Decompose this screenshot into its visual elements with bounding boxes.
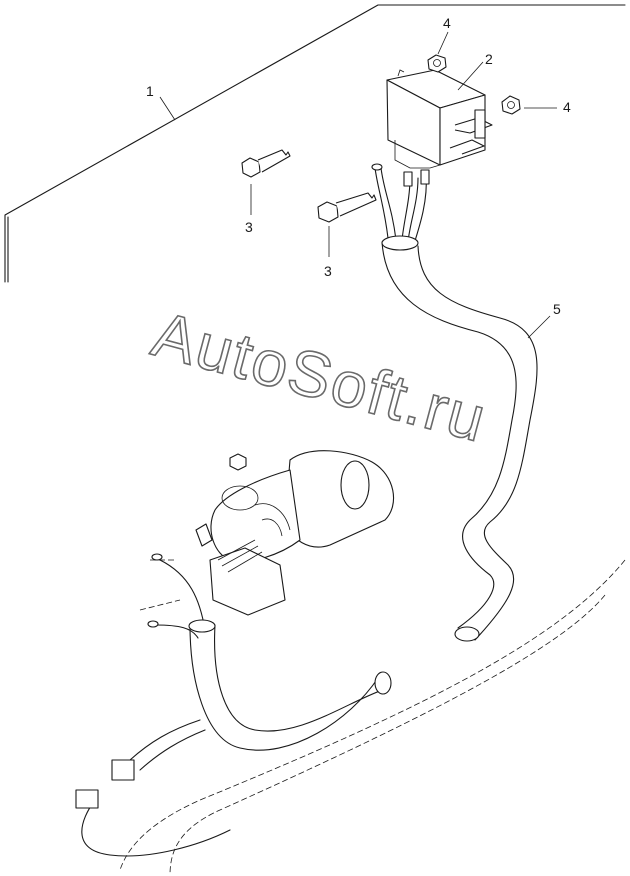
relay <box>386 69 493 169</box>
bolt-left <box>241 149 291 178</box>
harness-sleeve-upper <box>381 235 538 642</box>
callout-3-left: 3 <box>245 219 253 235</box>
callout-5: 5 <box>553 301 561 317</box>
chassis-rails <box>119 559 626 876</box>
nut-right <box>501 95 521 115</box>
callout-2: 2 <box>485 51 493 67</box>
starter-motor <box>195 450 394 616</box>
callout-3-center: 3 <box>324 263 332 279</box>
watermark: AutoSoft.ru <box>145 298 494 456</box>
leader-lines <box>159 31 557 339</box>
frame-bracket <box>4 4 626 283</box>
bolt-center <box>317 192 377 223</box>
callout-1: 1 <box>146 83 154 99</box>
callout-4-upper: 4 <box>443 15 451 31</box>
nut-upper <box>427 54 447 73</box>
callout-4-right: 4 <box>563 99 571 115</box>
relay-wires <box>371 163 430 245</box>
harness-sleeve-lower <box>75 553 392 857</box>
